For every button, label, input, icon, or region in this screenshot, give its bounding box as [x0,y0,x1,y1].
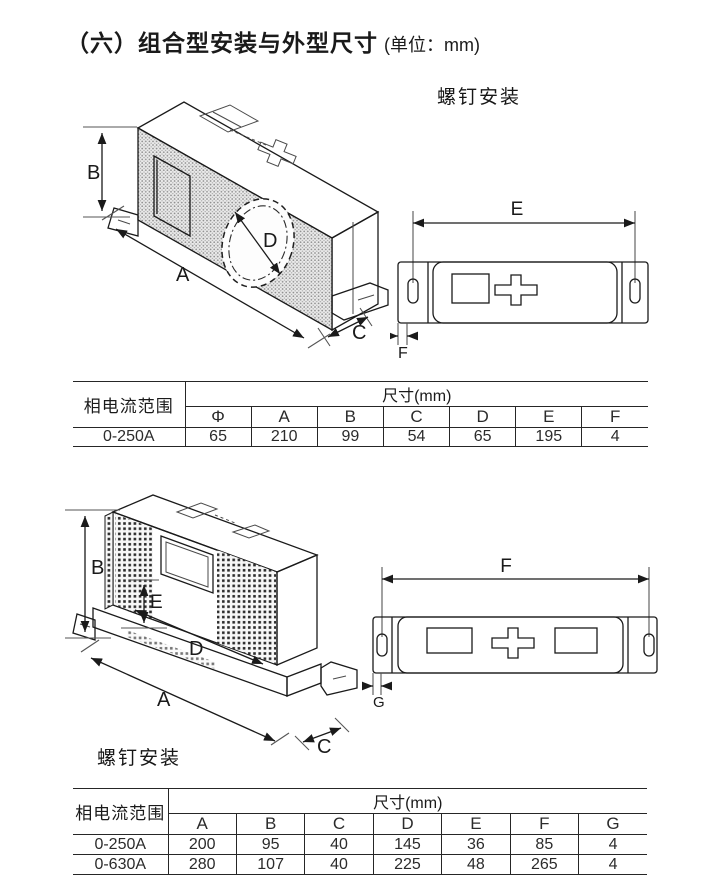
bracket2-drawing: F G [362,556,658,710]
table1-size-header: 尺寸(mm) [184,381,648,407]
device1-right-foot [331,282,389,321]
table-cell: 54 [382,427,451,447]
table-cell: 99 [316,427,384,447]
table-cell: 40 [304,854,374,875]
table-row: 0-250A 65 210 99 54 65 195 4 [73,427,648,447]
range-cell: 0-250A [73,427,186,447]
dim-arrow-C2 [302,727,342,743]
table-cell: 107 [235,854,306,875]
col-header: Φ [184,406,252,428]
table-cell: 4 [581,427,648,447]
table2-size-header: 尺寸(mm) [167,788,647,814]
device2-right-foot [320,661,358,696]
dim-label-C2: C [317,736,331,758]
table1-row-header: 相电流范围 [73,381,186,428]
bracket1-body [397,261,649,324]
device2-isometric-drawing: B E D A C [65,494,358,758]
dim-label-A1: A [176,264,190,286]
bracket1-rect-hole [451,273,490,304]
dim-arrow-A2 [90,657,276,742]
dim-label-D2: D [189,638,203,660]
page-title-text: （六）组合型安装与外型尺寸 [66,30,378,56]
col-header: G [578,813,647,835]
table-cell: 4 [578,834,647,855]
col-header: F [509,813,580,835]
table-cell: 65 [184,427,252,447]
bracket2-rect-hole-left [426,627,473,654]
device2-left-foot [72,613,96,641]
table-cell: 65 [449,427,517,447]
bracket2-cross-hole [491,627,535,659]
device1-terminal-block [198,104,260,133]
device2-base-right [286,663,322,697]
table-cell: 48 [441,854,511,875]
bracket2-left-slot [376,633,388,657]
dim-label-C1: C [352,322,366,344]
dim-label-D1: D [263,230,277,252]
bracket2-right-slot [643,633,655,657]
dim-label-E1: E [511,199,524,220]
dim-arrow-A1 [115,228,305,339]
device1-cross-slot [257,138,297,168]
dim-arrow-C1 [327,316,369,338]
device1-isometric-drawing: D B A C [83,101,389,349]
col-header: E [441,813,511,835]
col-header: C [382,406,451,428]
dim-label-B1: B [87,162,100,184]
table-cell: 200 [167,834,237,855]
col-header: B [316,406,384,428]
range-cell: 0-630A [73,854,169,875]
col-header: F [581,406,648,428]
table-cell: 210 [250,427,318,447]
col-header: B [235,813,306,835]
table-cell: 4 [578,854,647,875]
table-row: 0-630A 280 107 40 225 48 265 4 [73,854,647,875]
bracket1-right-slot [629,278,641,304]
table-cell: 280 [167,854,237,875]
table2-row-header: 相电流范围 [73,788,169,835]
page-title-unit: (单位：mm) [384,35,480,55]
device1-right-face [331,210,379,332]
table-cell: 225 [372,854,443,875]
device2-vent-grid-left [115,514,153,619]
table-row: 0-250A 200 95 40 145 36 85 4 [73,834,647,855]
dim-arrow-D2 [134,609,264,665]
table-cell: 265 [509,854,580,875]
dim-label-E2: E [150,592,163,613]
col-header: A [167,813,237,835]
range-cell: 0-250A [73,834,169,855]
dim-label-A2: A [157,689,171,711]
col-header: A [250,406,318,428]
bracket1-left-slot [407,278,419,304]
dim-label-G2: G [373,694,385,710]
bracket1-cross-hole [494,274,538,306]
bracket2-body [372,616,658,674]
col-header: D [372,813,443,835]
table-cell: 85 [509,834,580,855]
dim-label-F2: F [500,556,512,577]
dimension-table-1: 相电流范围 尺寸(mm) Φ A B C D E F 0-250A 65 210… [73,381,648,447]
dim-label-B2: B [91,557,104,579]
table-cell: 145 [372,834,443,855]
mount-label-2: 螺钉安装 [97,748,182,769]
mount-label-1: 螺钉安装 [437,87,522,108]
dimension-table-2: 相电流范围 尺寸(mm) A B C D E F G 0-250A 200 95… [73,788,647,875]
device2-right-face [276,554,318,666]
table-cell: 95 [235,834,306,855]
bracket2-rect-hole-right [554,627,598,654]
table-cell: 40 [304,834,374,855]
col-header: D [449,406,517,428]
col-header: E [515,406,583,428]
table-cell: 36 [441,834,511,855]
dim-label-F1: F [398,345,408,362]
page-title: （六）组合型安装与外型尺寸 (单位：mm) [66,24,480,58]
bracket1-drawing: E F [390,199,649,362]
table-cell: 195 [515,427,583,447]
device2-window-opening [160,535,214,594]
col-header: C [304,813,374,835]
